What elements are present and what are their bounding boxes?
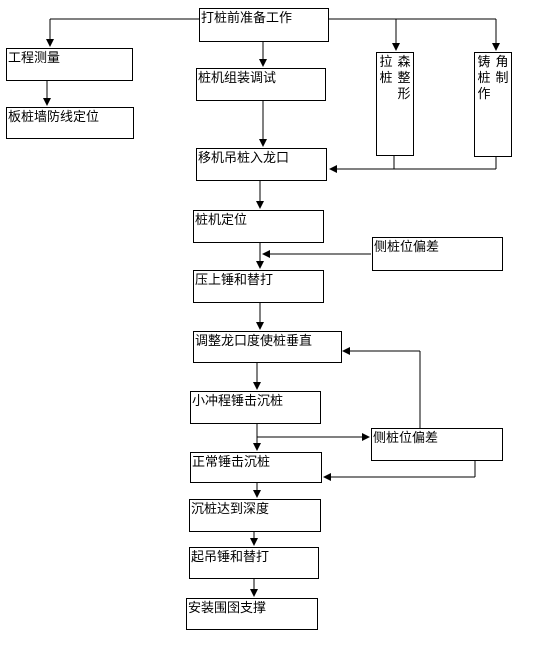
node-normal-hammer: 正常锤击沉桩 xyxy=(190,452,322,483)
col-a2-char-2: 整 xyxy=(397,71,411,86)
node-wall-line: 板桩墙防线定位 xyxy=(6,107,134,139)
node-deviation-2: 侧桩位偏差 xyxy=(371,428,503,461)
node-deviation-1: 侧桩位偏差 xyxy=(372,237,503,271)
col-a2-char-3: 形 xyxy=(397,87,411,102)
col-a2-char-1: 森 xyxy=(397,55,411,70)
col-a1-char-1: 拉 xyxy=(379,55,393,70)
node-hammer-press: 压上锤和替打 xyxy=(193,270,324,303)
col-b2-char-2: 制 xyxy=(495,71,509,86)
node-lift-hammer: 起吊锤和替打 xyxy=(189,547,319,579)
node-adjust: 调整龙口度使桩垂直 xyxy=(193,331,342,363)
col-b2-char-1: 角 xyxy=(495,55,509,70)
node-prep: 打桩前准备工作 xyxy=(199,8,329,42)
node-position: 桩机定位 xyxy=(193,210,324,243)
node-assembly: 桩机组装调试 xyxy=(196,68,326,101)
col-b1-char-2: 桩 xyxy=(477,71,491,86)
node-pile-pull-shaping: 拉桩 森整形 xyxy=(376,52,414,156)
node-survey: 工程测量 xyxy=(6,48,133,81)
node-lift: 移机吊桩入龙口 xyxy=(196,148,327,181)
node-depth: 沉桩达到深度 xyxy=(189,499,321,532)
col-a1-char-2: 桩 xyxy=(379,71,393,86)
col-b1-char-1: 铸 xyxy=(477,55,491,70)
node-corner-pile-casting: 铸桩作 角制 xyxy=(474,52,512,157)
node-support: 安装围囹支撑 xyxy=(186,598,318,630)
col-b1-char-3: 作 xyxy=(477,87,491,102)
node-small-stroke: 小冲程锤击沉桩 xyxy=(190,391,321,424)
